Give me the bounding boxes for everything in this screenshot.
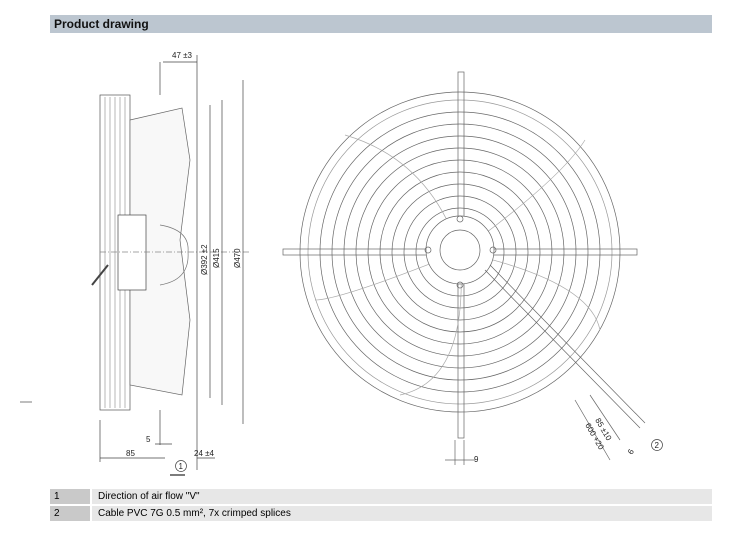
callout-2: 2 [655,441,660,450]
dim-392: Ø392 ±2 [200,244,209,275]
product-drawing: 47 ±3 Ø392 ±2 Ø415 Ø470 5 85 24 ±4 1 9 8… [20,51,663,476]
front-view [282,71,646,465]
dim-470: Ø470 [233,248,242,268]
dim-85: 85 [126,449,135,458]
legend-text: Direction of air flow "V" [92,489,712,504]
legend-row: 2 Cable PVC 7G 0.5 mm², 7x crimped splic… [50,506,712,521]
dim-5: 5 [146,435,151,444]
dim-24: 24 ±4 [194,449,215,458]
callout-1: 1 [179,462,184,471]
legend-number: 1 [50,489,90,504]
dim-6: 6 [626,447,636,456]
dim-415: Ø415 [212,248,221,268]
section-header: Product drawing [50,15,712,33]
legend-number: 2 [50,506,90,521]
legend-text: Cable PVC 7G 0.5 mm², 7x crimped splices [92,506,712,521]
side-view [20,55,250,476]
dim-9: 9 [474,455,479,464]
dim-47: 47 ±3 [172,51,193,60]
legend-row: 1 Direction of air flow "V" [50,489,712,504]
